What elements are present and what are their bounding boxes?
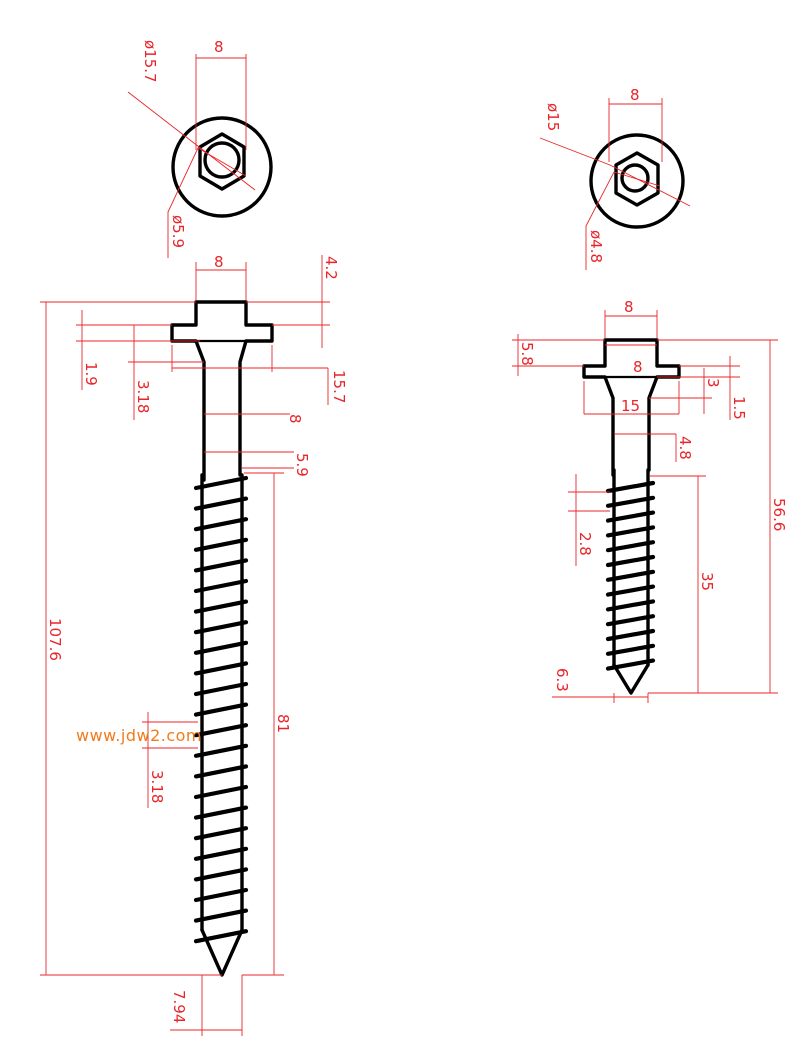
large-thread-ridge [193, 826, 249, 841]
large-thread-ridge [193, 578, 249, 594]
large-thread-ridge [193, 517, 249, 532]
large-thread-ridge [193, 764, 249, 779]
large-thread-ridge [193, 475, 249, 491]
small-collar-width-label: 8 [633, 358, 643, 376]
large-head-height-label: 4.2 [322, 256, 340, 280]
large-thread-ridge [193, 599, 249, 614]
large-head-outline [171, 116, 273, 218]
large-shank-dia-label: 5.9 [293, 453, 311, 477]
small-thread-ridge [605, 480, 656, 494]
large-thread-ridge [193, 537, 249, 552]
large-thread-ridge [193, 908, 249, 923]
small-tip [612, 663, 650, 695]
small-thread-pitch-label: 2.8 [576, 532, 594, 556]
large-thread-ridge [193, 558, 249, 573]
small-thread-ridge [605, 495, 656, 508]
large-head-width-label: 8 [214, 253, 224, 271]
small-thread-ridge [605, 510, 656, 523]
small-socket-circle [620, 163, 650, 193]
small-hex-socket [614, 151, 660, 207]
large-thread-ridge [193, 929, 249, 944]
large-thread-ridge [193, 867, 249, 882]
large-screw-side-view: 8 4.2 107.6 1.9 3.18 15.7 8 5.9 81 [40, 253, 348, 1036]
large-top-head-dia-label: ø15.7 [141, 40, 159, 83]
small-top-hex-width-label: 8 [630, 86, 640, 104]
small-head-outline [589, 133, 685, 229]
large-thread-ridge [193, 496, 249, 511]
small-collar-dia-label: 15 [621, 397, 640, 415]
small-thread-ridge [605, 584, 656, 597]
small-head-width-label: 8 [624, 298, 634, 316]
small-thread-ridge [605, 643, 656, 656]
small-thread-dia-label: 6.3 [553, 668, 571, 692]
large-overall-length-label: 107.6 [46, 618, 64, 661]
large-top-socket-dia-label: ø5.9 [169, 215, 187, 248]
small-thread-ridge [605, 599, 656, 612]
small-top-socket-dia-label: ø4.8 [587, 230, 605, 263]
small-shank-dia-label: 4.8 [676, 436, 694, 460]
large-collar-thickness-label: 1.9 [82, 362, 100, 386]
small-head-profile [582, 338, 681, 477]
large-thread-ridge [193, 805, 249, 820]
large-thread-ridge [193, 887, 249, 903]
small-collar-thickness-label: 1.5 [730, 396, 748, 420]
large-thread-ridge [193, 784, 249, 800]
small-screw-top-view: 8 ø15 ø4.8 [539, 86, 691, 270]
small-thread-ridge [605, 554, 656, 568]
large-socket-circle [203, 141, 241, 179]
small-thread-ridge [605, 628, 656, 642]
large-thread-ridge [193, 723, 249, 738]
large-thread-ridge [193, 743, 249, 758]
large-thread-ridge [193, 681, 249, 697]
large-thread-pitch-label: 3.18 [148, 770, 166, 803]
small-thread-ridge [605, 569, 656, 582]
large-thread-ridge [193, 620, 249, 635]
large-thread-group [193, 475, 249, 944]
large-neck-width-label: 8 [286, 414, 304, 424]
large-thread-ridge [193, 702, 249, 717]
small-thread-ridge [605, 658, 656, 671]
large-thread-ridge [193, 661, 249, 676]
small-screw-side-view: 8 5.8 8 56.6 1.5 3 15 4.8 35 2.8 [512, 298, 788, 703]
small-thread-group [605, 480, 656, 671]
large-top-hex-width-label: 8 [214, 38, 224, 56]
large-collar-dia-label: 15.7 [330, 370, 348, 403]
small-thread-ridge [605, 525, 656, 538]
large-thread-dia-label: 7.94 [170, 990, 188, 1023]
small-head-height-label: 5.8 [518, 342, 536, 366]
small-thread-ridge [605, 540, 656, 553]
large-thread-ridge [193, 640, 249, 655]
watermark-text: www.jdw2.com [76, 726, 202, 745]
large-shoulder-label: 3.18 [134, 380, 152, 413]
small-thread-length-label: 35 [698, 572, 716, 591]
large-head-profile [170, 300, 274, 482]
small-shoulder-label: 3 [704, 378, 722, 388]
small-thread-ridge [605, 614, 656, 627]
large-screw-top-view: 8 ø15.7 ø5.9 [127, 38, 273, 258]
small-top-head-dia-label: ø15 [544, 103, 562, 131]
large-thread-ridge [193, 846, 249, 861]
small-overall-length-label: 56.6 [770, 498, 788, 531]
large-hex-socket [198, 132, 246, 191]
large-thread-length-label: 81 [274, 714, 292, 733]
